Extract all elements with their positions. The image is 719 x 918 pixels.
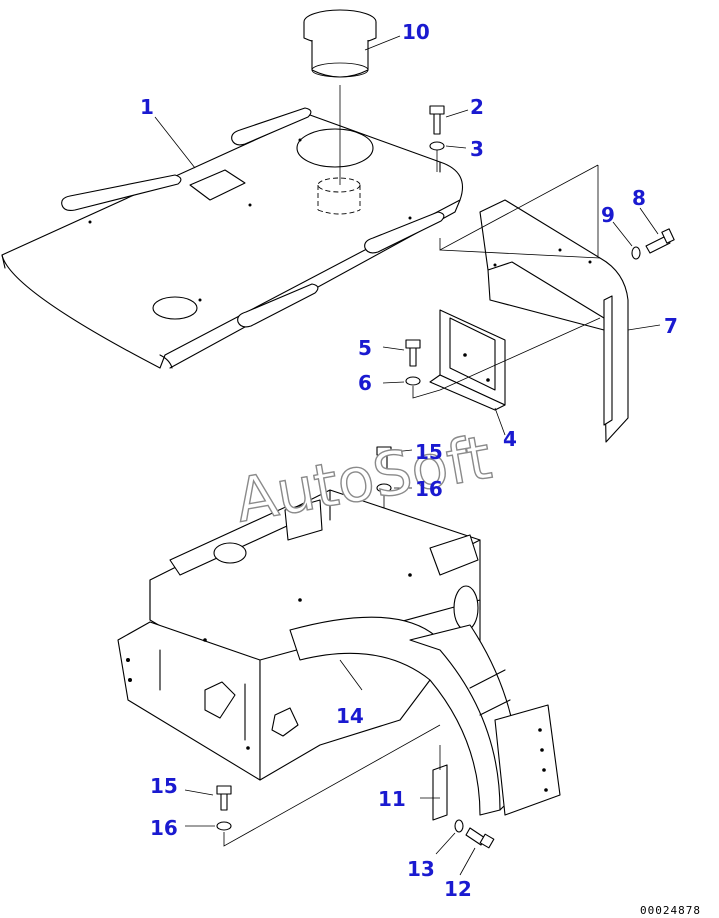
washer-part-6 <box>405 317 601 399</box>
leader-lines <box>154 35 661 876</box>
cap-part-10 <box>303 9 377 215</box>
callout-9: 9 <box>601 203 615 227</box>
callout-3: 3 <box>470 137 484 161</box>
callout-5: 5 <box>358 336 372 360</box>
callout-11: 11 <box>378 787 406 811</box>
document-number: 00024878 <box>640 904 701 917</box>
callout-labels: 1 2 3 4 5 6 7 8 9 10 11 12 13 14 15 16 1… <box>140 20 678 901</box>
bolt-part-5 <box>405 339 421 367</box>
cover-plate-part-1 <box>1 107 464 369</box>
callout-4: 4 <box>503 427 517 451</box>
callout-10: 10 <box>402 20 430 44</box>
callout-15-upper: 15 <box>415 440 443 464</box>
bolt-part-2 <box>429 105 445 135</box>
fender-arm <box>289 616 561 816</box>
side-cover-part-7 <box>479 199 629 443</box>
callout-6: 6 <box>358 371 372 395</box>
bolt-part-15-lower <box>216 785 232 811</box>
plate-part-11 <box>432 745 448 821</box>
callout-1: 1 <box>140 95 154 119</box>
callout-14: 14 <box>336 704 364 728</box>
callout-2: 2 <box>470 95 484 119</box>
washer-part-3 <box>429 141 445 172</box>
washer-part-16-lower <box>216 724 441 847</box>
bolt-part-15-upper <box>376 446 392 474</box>
bolt-part-8 <box>645 228 675 254</box>
bracket-part-4 <box>429 309 506 411</box>
callout-15-lower: 15 <box>150 774 178 798</box>
callout-16-upper: 16 <box>415 477 443 501</box>
callout-16-lower: 16 <box>150 816 178 840</box>
washer-part-13 <box>454 819 464 833</box>
washer-part-9 <box>631 246 641 260</box>
callout-12: 12 <box>444 877 472 901</box>
callout-7: 7 <box>664 314 678 338</box>
callout-8: 8 <box>632 186 646 210</box>
callout-13: 13 <box>407 857 435 881</box>
bolt-part-12 <box>465 827 495 849</box>
